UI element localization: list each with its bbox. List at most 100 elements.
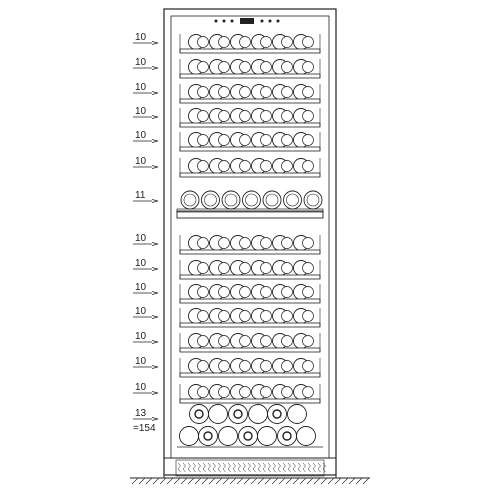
shelf-rail — [179, 274, 321, 280]
bottle-rear — [302, 310, 314, 322]
cabinet-outer — [163, 8, 337, 476]
bottle-rear — [197, 386, 209, 398]
bottle-rear — [302, 36, 314, 48]
leader-arrow — [151, 391, 159, 395]
vent-slot — [212, 462, 216, 473]
bottle-rear — [281, 286, 293, 298]
hatch-line — [201, 477, 209, 485]
bottle-rear — [239, 335, 251, 347]
bottle-rear — [239, 61, 251, 73]
vent-slot — [232, 462, 236, 473]
shelf — [179, 308, 321, 328]
bottle-neck — [272, 409, 282, 419]
hatch-line — [348, 477, 356, 485]
bottle-rear — [218, 237, 230, 249]
bottle-rear — [260, 160, 272, 172]
hatch-line — [299, 477, 307, 485]
bottle-rear — [218, 61, 230, 73]
total-label: =154 — [133, 423, 156, 434]
vent-slot — [222, 462, 226, 473]
bottle-rear — [260, 286, 272, 298]
shelf-label: 10 — [135, 156, 147, 167]
hatch-line — [257, 477, 265, 485]
shelf-rail — [179, 372, 321, 378]
shelf-rail — [179, 398, 321, 404]
bottle-rear — [239, 310, 251, 322]
bottle-rear — [218, 286, 230, 298]
shelf-rail — [179, 48, 321, 54]
leader-arrow — [151, 267, 159, 271]
vent-slot — [267, 462, 271, 473]
bottle — [257, 426, 277, 446]
bottle-rear — [218, 310, 230, 322]
bottle-rear — [281, 310, 293, 322]
bottle-neck — [265, 193, 279, 207]
leader-arrow — [151, 91, 159, 95]
leader-arrow — [151, 315, 159, 319]
shelf-label: 10 — [135, 306, 147, 317]
vent-slot — [202, 462, 206, 473]
bottle-rear — [239, 86, 251, 98]
hatch-line — [229, 477, 237, 485]
shelf — [179, 84, 321, 104]
bottle-rear — [197, 262, 209, 274]
leader-arrow — [151, 242, 159, 246]
bottle — [267, 404, 287, 424]
shelf-label: 10 — [135, 258, 147, 269]
bottle-rear — [302, 335, 314, 347]
hatch-line — [194, 477, 202, 485]
shelf-label: 10 — [135, 82, 147, 93]
vent-slot — [217, 462, 221, 473]
bottle-rear — [197, 61, 209, 73]
bottle-rear — [302, 286, 314, 298]
hatch-line — [236, 477, 244, 485]
shelf-label: 10 — [135, 57, 147, 68]
hatch-line — [285, 477, 293, 485]
bottle — [180, 190, 200, 210]
bottle-rear — [239, 110, 251, 122]
bottle-rear — [197, 335, 209, 347]
hatch-line — [327, 477, 335, 485]
bottle-rear — [218, 36, 230, 48]
hatch-line — [292, 477, 300, 485]
shelf-label: 10 — [135, 130, 147, 141]
bottle-rear — [302, 160, 314, 172]
vent-slot — [247, 462, 251, 473]
bottle — [179, 426, 199, 446]
hatch-line — [320, 477, 328, 485]
bottle — [189, 404, 209, 424]
hatch-line — [355, 477, 363, 485]
shelf — [179, 108, 321, 128]
bottle-rear — [197, 310, 209, 322]
bottle-rear — [197, 360, 209, 372]
bottle-neck — [306, 193, 320, 207]
bottle — [201, 190, 220, 210]
vent-pattern — [177, 462, 326, 473]
bottle-rear — [260, 262, 272, 274]
vent-slot — [292, 462, 296, 473]
hatch-line — [138, 477, 146, 485]
bottle — [238, 426, 258, 446]
vent-slot — [262, 462, 266, 473]
bottle — [287, 404, 307, 424]
bottle-rear — [239, 160, 251, 172]
shelf-rail — [179, 298, 321, 304]
shelf-rail — [179, 322, 321, 328]
bottle-neck — [183, 193, 197, 207]
shelf-rail — [179, 122, 321, 128]
bottle-rear — [260, 386, 272, 398]
vent-slot — [277, 462, 281, 473]
hatch-line — [180, 477, 188, 485]
leader-arrow — [151, 291, 159, 295]
bottle-rear — [197, 160, 209, 172]
bottle-neck — [286, 193, 299, 207]
shelf-label: 13 — [135, 408, 147, 419]
bottle-neck — [204, 193, 217, 207]
bottle — [198, 426, 218, 446]
hatch-line — [250, 477, 258, 485]
vent-slot — [197, 462, 201, 473]
vent-slot — [282, 462, 286, 473]
hatch-line — [152, 477, 160, 485]
bottle-rear — [218, 160, 230, 172]
